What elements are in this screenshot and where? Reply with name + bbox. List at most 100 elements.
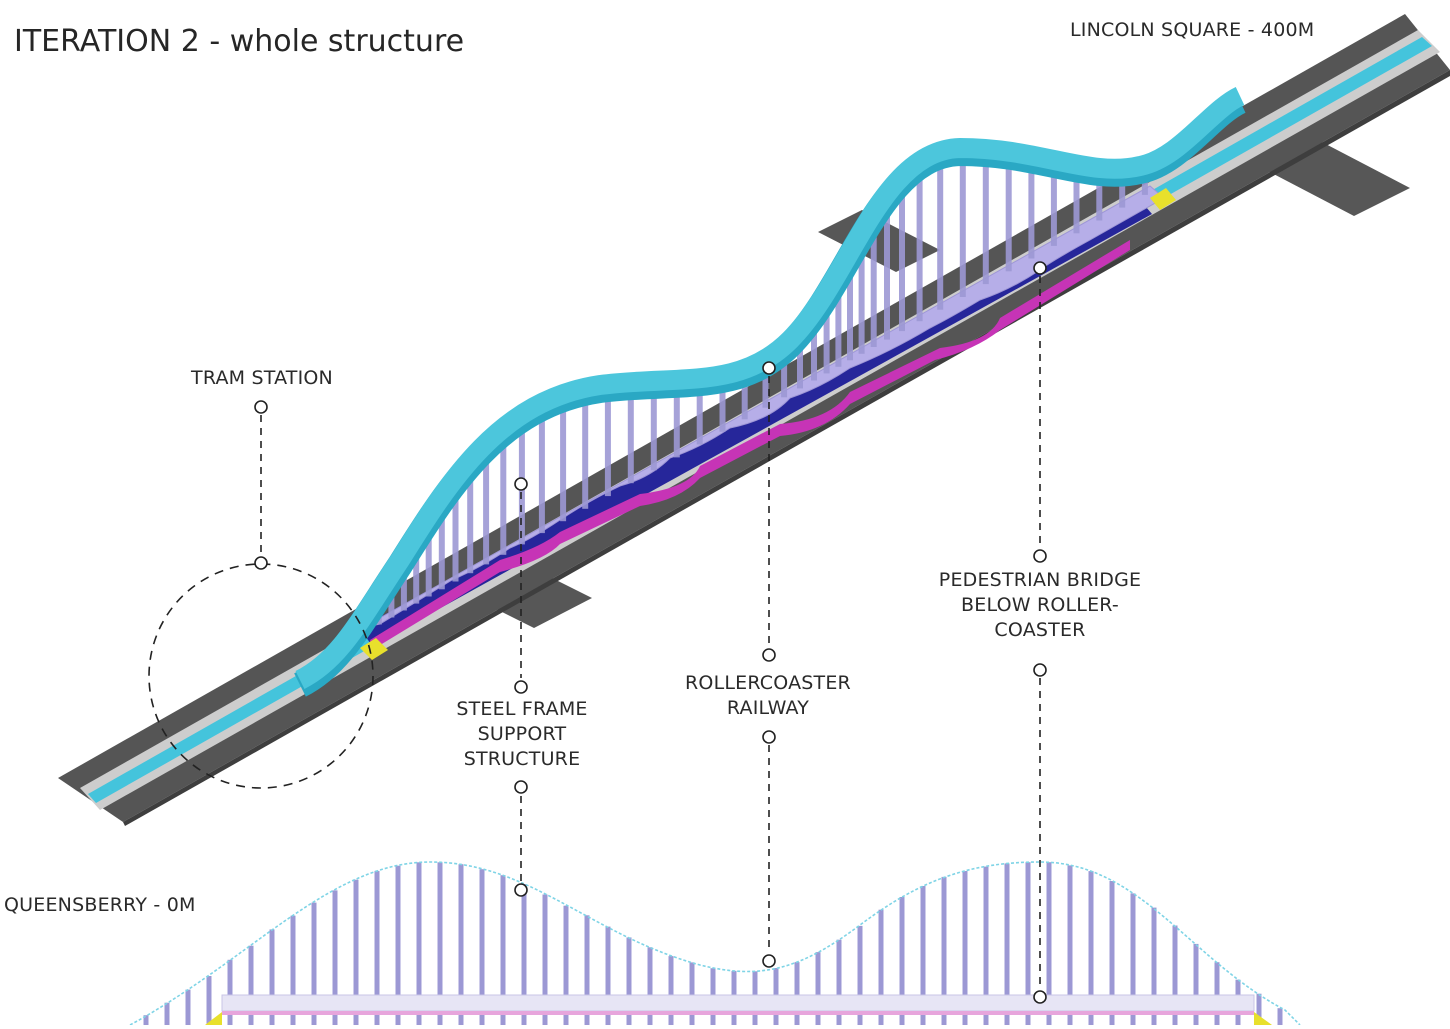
page-title: ITERATION 2 - whole structure bbox=[14, 24, 465, 59]
steel-column bbox=[582, 395, 589, 509]
leader-lines bbox=[260, 276, 1041, 990]
elevation-column bbox=[1088, 871, 1094, 1025]
elevation-column bbox=[626, 937, 632, 1025]
elevation-column bbox=[437, 862, 443, 1025]
elevation-column bbox=[542, 894, 548, 1025]
steel-column bbox=[811, 318, 817, 381]
steel-column bbox=[413, 542, 420, 604]
dot-rail-label-bottom bbox=[762, 730, 776, 744]
steel-column bbox=[1073, 172, 1080, 234]
dot-ped-model bbox=[1033, 261, 1047, 275]
steel-column bbox=[741, 376, 748, 420]
steel-column bbox=[538, 411, 545, 534]
elevation-column bbox=[332, 890, 338, 1025]
elevation-column bbox=[1172, 925, 1178, 1025]
elevation-column bbox=[857, 925, 863, 1025]
elevation-column bbox=[1004, 863, 1010, 1025]
dot-rail-label-top bbox=[762, 648, 776, 662]
elevation-column bbox=[920, 886, 926, 1025]
elevation-column bbox=[563, 905, 569, 1025]
steel-column bbox=[627, 390, 634, 484]
elevation-marker-west bbox=[205, 1012, 222, 1025]
steel-column bbox=[916, 169, 923, 322]
elevation-column bbox=[941, 876, 947, 1025]
steel-column bbox=[1119, 176, 1126, 208]
elevation-column bbox=[395, 865, 401, 1025]
elevation-column bbox=[206, 976, 212, 1025]
steel-column bbox=[452, 485, 459, 582]
steel-column bbox=[650, 388, 657, 471]
elevation-column bbox=[605, 926, 611, 1025]
elevation-column bbox=[836, 939, 842, 1025]
elevation-column bbox=[647, 947, 653, 1025]
elevation-column bbox=[479, 869, 485, 1025]
elevation-column bbox=[248, 945, 254, 1025]
steel-column bbox=[1028, 163, 1035, 259]
leader-dots bbox=[254, 261, 1047, 1004]
steel-column bbox=[696, 386, 703, 445]
dot-tram-top bbox=[254, 400, 268, 414]
endpoint-queensberry: QUEENSBERRY - 0M bbox=[4, 894, 196, 916]
elevation-column bbox=[1193, 943, 1199, 1025]
label-steel-frame: STEEL FRAME SUPPORT STRUCTURE bbox=[456, 698, 588, 770]
road-side-face bbox=[123, 70, 1450, 826]
dot-ped-elevation bbox=[1033, 990, 1047, 1004]
elevation-column bbox=[374, 870, 380, 1025]
elevation-column bbox=[164, 1002, 170, 1025]
steel-column bbox=[560, 402, 567, 522]
elevation-column bbox=[1277, 1008, 1283, 1025]
label-rollercoaster-railway: ROLLERCOASTER RAILWAY bbox=[685, 672, 851, 719]
elevation-column bbox=[416, 862, 422, 1025]
endpoint-lincoln-square: LINCOLN SQUARE - 400M bbox=[1070, 19, 1315, 41]
cross-street-lower bbox=[482, 572, 592, 628]
steel-column bbox=[762, 367, 769, 408]
steel-column bbox=[847, 259, 853, 361]
elevation-column bbox=[185, 989, 191, 1025]
label-tram-station: TRAM STATION bbox=[191, 367, 333, 389]
steel-column bbox=[870, 220, 877, 347]
steel-column bbox=[781, 353, 788, 398]
steel-column bbox=[823, 299, 830, 374]
steel-column bbox=[899, 184, 905, 332]
dot-steel-label-bottom bbox=[514, 780, 528, 794]
steel-column bbox=[719, 383, 726, 432]
elevation-column bbox=[1256, 993, 1262, 1025]
dot-ped-label-bottom bbox=[1033, 663, 1047, 677]
steel-column bbox=[467, 467, 474, 574]
steel-column bbox=[400, 561, 407, 611]
steel-column bbox=[500, 436, 507, 555]
dot-rail-model bbox=[762, 361, 776, 375]
marker-east bbox=[1150, 188, 1176, 210]
steel-column bbox=[959, 156, 966, 297]
steel-column bbox=[1141, 172, 1148, 195]
elevation-column bbox=[1130, 893, 1136, 1025]
dot-tram-circle bbox=[254, 556, 268, 570]
steel-column bbox=[835, 279, 842, 367]
elevation-column bbox=[290, 915, 296, 1025]
dot-steel-label-top bbox=[514, 680, 528, 694]
steel-column bbox=[858, 240, 865, 354]
elevation-column bbox=[878, 909, 884, 1025]
elevation-view bbox=[129, 861, 1301, 1026]
dot-rail-elevation bbox=[762, 954, 776, 968]
elevation-column bbox=[815, 952, 821, 1025]
elevation-marker-east bbox=[1254, 1012, 1272, 1025]
steel-column bbox=[937, 159, 944, 310]
dot-ped-label-top bbox=[1033, 549, 1047, 563]
dot-steel-model bbox=[514, 477, 528, 491]
tram-station-circle bbox=[148, 563, 374, 789]
elevation-column bbox=[962, 871, 968, 1025]
marker-west bbox=[360, 638, 388, 660]
elevation-column bbox=[521, 884, 527, 1025]
elevation-column bbox=[227, 959, 233, 1025]
steel-column bbox=[1050, 168, 1057, 246]
elevation-column bbox=[584, 915, 590, 1025]
elevation-column bbox=[1214, 962, 1220, 1025]
steel-column bbox=[797, 337, 803, 389]
elevation-column bbox=[668, 956, 674, 1025]
elevation-track-outline bbox=[129, 861, 1301, 1026]
cross-street-middle bbox=[818, 210, 940, 272]
elevation-column bbox=[689, 962, 695, 1025]
